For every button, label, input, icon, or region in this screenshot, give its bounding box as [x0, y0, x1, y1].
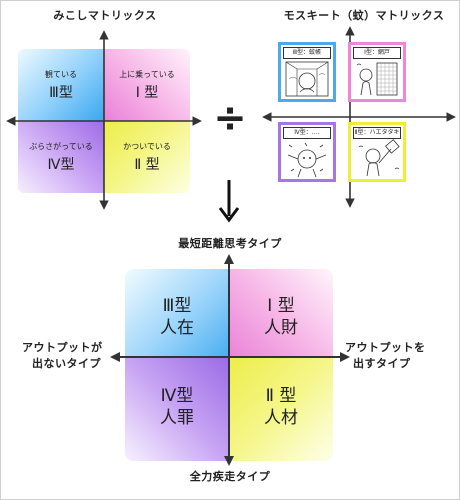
small-quadrant-type3-label: Ⅲ型	[49, 85, 73, 101]
axis-label-right-line1: アウトプットを	[345, 341, 426, 354]
window-screen-illustration	[356, 62, 398, 96]
axis-label-top: 最短距離思考タイプ	[178, 237, 282, 250]
mosquito-net-illustration	[285, 61, 329, 97]
small-quadrant-type4-sub: ぶらさがっている	[29, 142, 93, 151]
small-quadrant-type1-sub: 上に乗っている	[119, 70, 175, 79]
mosquitoes-swarm-illustration	[287, 142, 327, 178]
small-quadrant-type1: 上に乗っている Ⅰ 型	[104, 49, 190, 121]
result-quadrant-type2: Ⅱ 型 人材	[229, 357, 333, 461]
axis-label-left-line2: 出ないタイプ	[32, 357, 101, 370]
comic-panel-type1: Ⅰ型：網戸	[348, 42, 406, 102]
small-matrix-title: みこしマトリックス	[53, 9, 157, 22]
small-quadrant-type4: ぶらさがっている Ⅳ型	[18, 121, 104, 193]
small-quadrant-type1-label: Ⅰ 型	[135, 85, 159, 101]
comic-panel-type4: Ⅳ型：‥‥	[278, 122, 336, 182]
small-quadrant-type3: 観ている Ⅲ型	[18, 49, 104, 121]
axis-label-right-line2: 出すタイプ	[353, 357, 411, 370]
down-arrow	[218, 180, 240, 223]
comic-panel-type3-label: Ⅲ型：蚊帳	[283, 47, 331, 59]
axis-label-right: アウトプットを 出すタイプ	[345, 340, 445, 372]
result-quadrant-type4-name: 人罪	[160, 408, 194, 428]
small-quadrant-type2-sub: かついでいる	[123, 142, 171, 151]
comic-panel-type2: Ⅱ型：ハエタタキ	[348, 122, 406, 182]
result-matrix-axes	[110, 254, 350, 466]
result-quadrant-type3-name: 人在	[160, 318, 194, 338]
axis-label-left: アウトプットが 出ないタイプ	[22, 340, 122, 372]
division-sign: ÷	[213, 95, 247, 141]
comic-panel-type2-label: Ⅱ型：ハエタタキ	[353, 127, 401, 139]
result-quadrant-type3-type: Ⅲ型	[162, 296, 192, 316]
comic-panel-type4-label: Ⅳ型：‥‥	[283, 127, 331, 139]
small-quadrant-type4-label: Ⅳ型	[47, 157, 75, 173]
small-quadrant-type2-label: Ⅱ 型	[134, 157, 160, 173]
mosquito-matrix-title: モスキート（蚊）マトリックス	[283, 9, 445, 22]
result-quadrant-type4: Ⅳ型 人罪	[125, 357, 229, 461]
result-quadrant-type1-name: 人財	[264, 318, 298, 338]
result-quadrant-type4-type: Ⅳ型	[160, 386, 194, 406]
small-quadrant-type2: かついでいる Ⅱ 型	[104, 121, 190, 193]
fly-swatter-illustration	[358, 139, 400, 177]
axis-label-left-line1: アウトプットが	[22, 341, 103, 354]
result-quadrant-type2-name: 人材	[264, 408, 298, 428]
small-quadrant-type3-sub: 観ている	[45, 70, 77, 79]
comic-panel-type3: Ⅲ型：蚊帳	[278, 42, 336, 102]
axis-label-bottom: 全力疾走タイプ	[189, 470, 271, 483]
small-matrix-axes	[6, 30, 202, 210]
result-quadrant-type2-type: Ⅱ 型	[265, 386, 297, 406]
result-quadrant-type1-type: Ⅰ 型	[267, 296, 295, 316]
comic-panel-type1-label: Ⅰ型：網戸	[353, 47, 401, 59]
